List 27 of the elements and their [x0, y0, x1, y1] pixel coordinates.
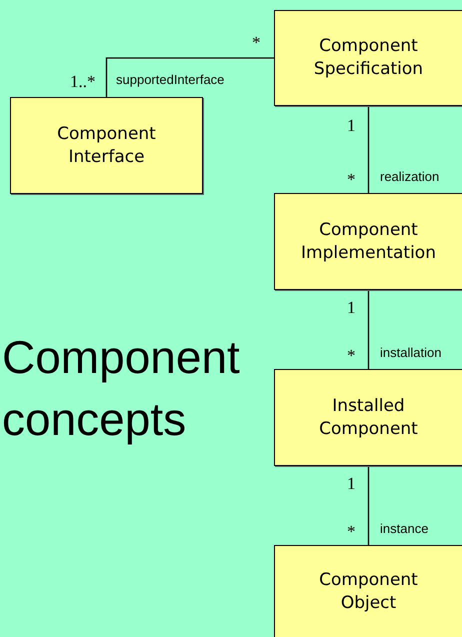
multiplicity-label: * — [347, 346, 356, 366]
edge-label: supportedInterface — [116, 72, 224, 87]
association-line — [368, 466, 370, 545]
association-line — [368, 106, 370, 193]
class-name: Installed Component — [318, 394, 419, 440]
class-name: Component Implementation — [300, 218, 437, 264]
multiplicity-label: * — [347, 170, 356, 190]
title: Component concepts — [2, 330, 241, 447]
association-line — [106, 57, 274, 97]
multiplicity-label: * — [252, 33, 260, 53]
edge-label: realization — [380, 169, 440, 184]
class-box — [274, 10, 462, 106]
class-box — [274, 369, 462, 466]
edge-label: instance — [380, 521, 428, 536]
class-name: Component Object — [318, 568, 419, 614]
multiplicity-label: 1 — [347, 298, 356, 318]
edge-label: installation — [380, 345, 442, 360]
multiplicity-label: * — [347, 522, 356, 542]
class-box — [10, 97, 203, 194]
multiplicity-label: 1 — [347, 474, 356, 494]
class-box — [274, 545, 462, 637]
class-name: Component Interface — [56, 122, 157, 168]
multiplicity-label: 1 — [347, 116, 356, 136]
class-box — [274, 193, 462, 290]
association-line — [368, 290, 370, 369]
class-name: Component Specification — [312, 35, 424, 81]
multiplicity-label: 1..* — [70, 72, 96, 92]
